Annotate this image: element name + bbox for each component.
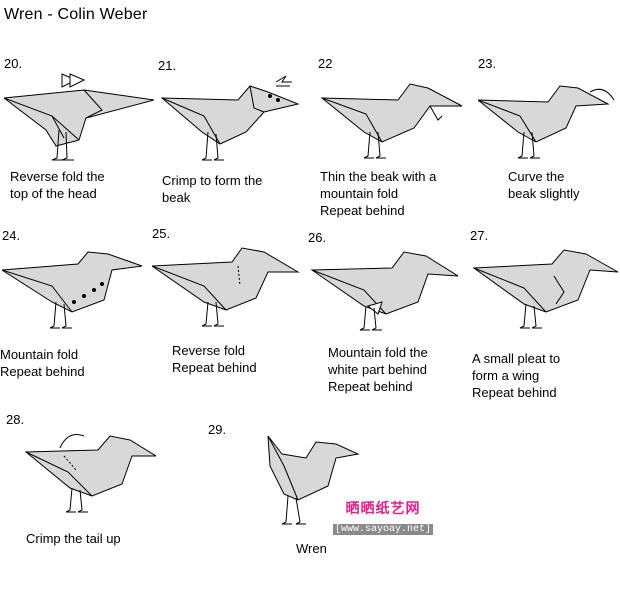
step-26: 26. Mountain fold the white part behind … [308,230,458,400]
step-27-figure [472,249,619,329]
step-caption: Crimp the tail up [26,531,121,546]
step-caption: Reverse fold Repeat behind [172,343,257,375]
step-caption: Reverse fold the top of the head [10,169,105,201]
step-number: 23. [478,56,497,71]
step-21: 21. Crimp to form the beak [158,58,308,228]
step-caption: Mountain fold Repeat behind [0,347,85,379]
step-21-figure [160,75,300,161]
step-27: 27. A small pleat to form a wing Repeat … [470,228,620,400]
step-28-figure [24,434,156,513]
step-24-figure [2,251,143,329]
diagram-title: Wren - Colin Weber [4,6,148,23]
step-25-figure [152,247,300,327]
step-number: 28. [6,412,25,427]
step-22-figure [320,83,463,159]
step-28: 28. Crimp the tail up [6,412,156,582]
step-caption: Curve the beak slightly [508,169,580,201]
step-number: 21. [158,58,177,73]
watermark: 晒晒纸艺网 [www.sayoay.net] [328,498,438,536]
step-caption: Crimp to form the beak [162,173,263,205]
step-caption: Wren [296,541,327,556]
step-caption: Mountain fold the white part behind Repe… [328,345,428,394]
step-26-figure [310,251,458,331]
step-29-figure [267,436,360,525]
step-24: 24. Mountain fold Repeat behind [0,228,152,398]
step-22: 22 Thin the beak with a mountain fold Re… [318,56,468,226]
step-number: 29. [208,422,227,437]
step-caption: Thin the beak with a mountain fold Repea… [320,169,437,218]
watermark-url: [www.sayoay.net] [332,524,433,535]
step-23-figure [478,85,615,159]
watermark-chinese: 晒晒纸艺网 [345,500,421,516]
step-number: 25. [152,226,171,241]
step-number: 26. [308,230,327,245]
step-23: 23. Curve the beak slightly [478,56,620,226]
step-caption: A small pleat to form a wing Repeat behi… [472,351,561,400]
step-number: 27. [470,228,489,243]
step-number: 20. [4,56,23,71]
step-25: 25. Reverse fold Repeat behind [152,226,302,396]
step-29: 29. Wren [208,422,360,592]
step-number: 24. [2,228,21,243]
step-20: 20. Reverse fold the top of the head [4,56,154,226]
step-number: 22 [318,56,333,71]
step-20-figure [4,73,154,161]
